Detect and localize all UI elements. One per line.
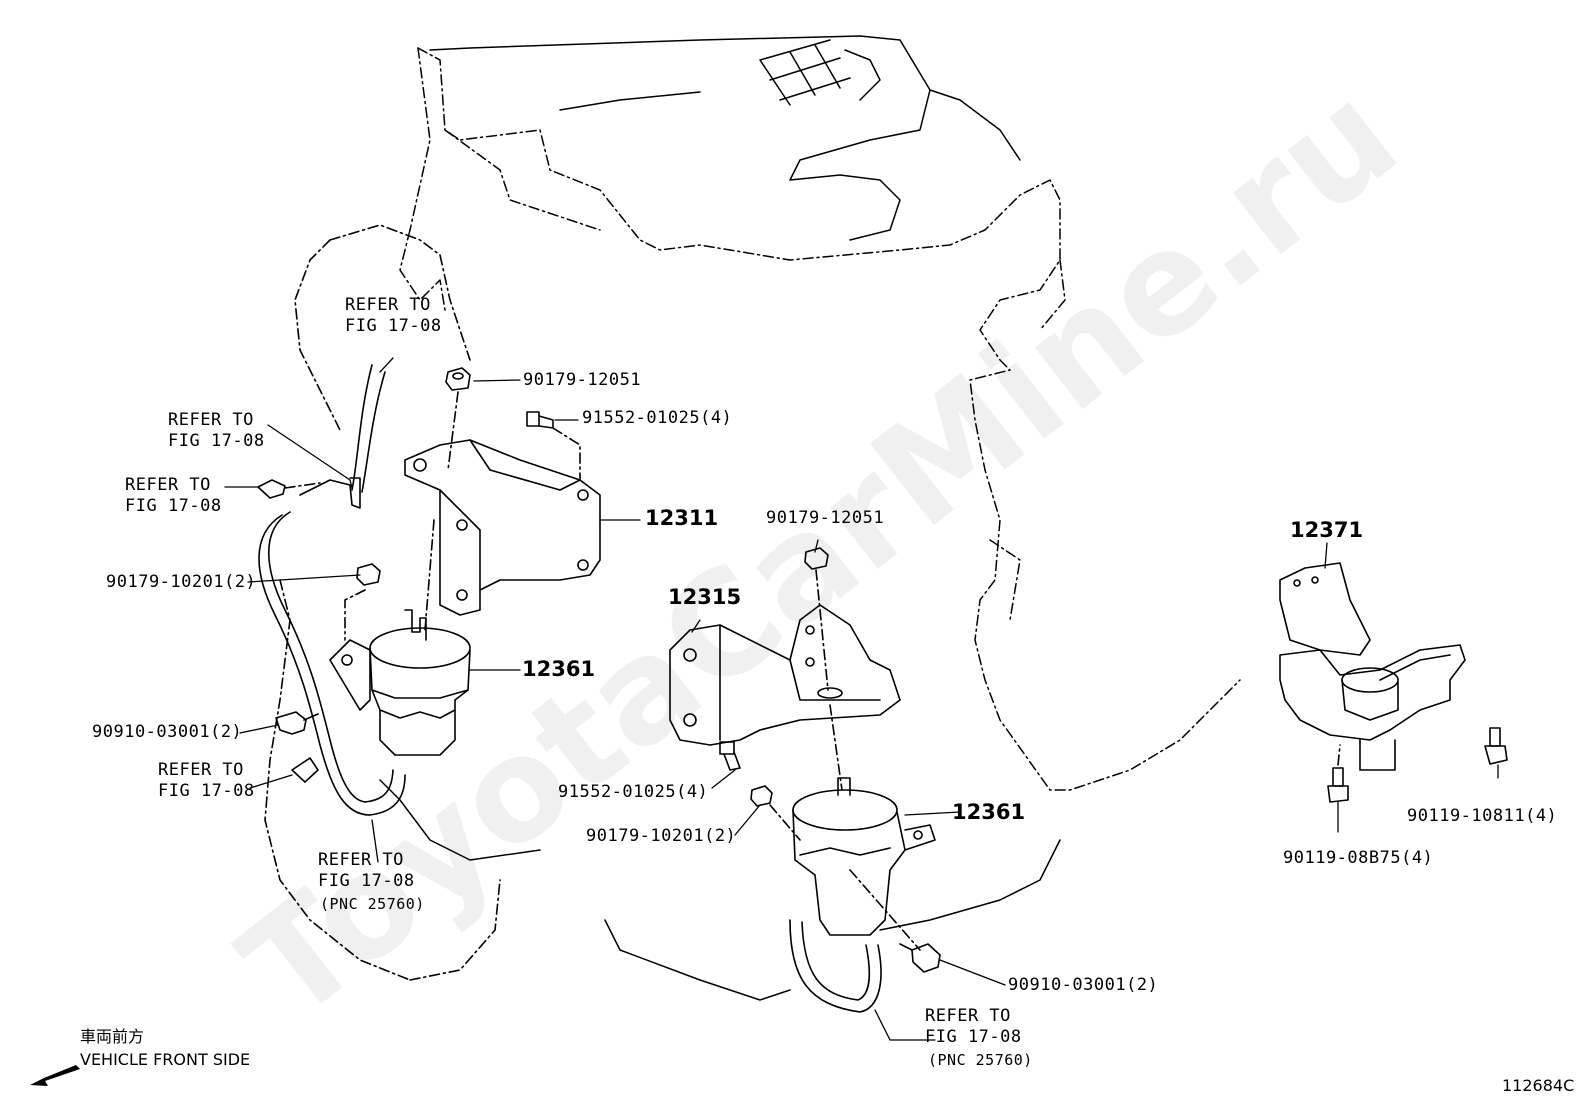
leaders [224, 357, 1499, 1041]
part-number-91552-01025: 91552-01025(4) [582, 408, 733, 428]
part-number-12315: 12315 [668, 585, 742, 609]
part-number-90179-12051: 90179-12051 [523, 370, 642, 390]
bolt-refer3 [257, 479, 286, 499]
mount-12361-b [792, 777, 936, 936]
part-number-12311: 12311 [645, 506, 719, 530]
direction-label-jp: 車両前方 [80, 1027, 145, 1046]
hose-right [789, 919, 882, 1013]
part-number-12371: 12371 [1290, 518, 1364, 542]
part-number-90179-10201: 90179-10201(2) [586, 826, 737, 846]
bolt-91552-b [719, 741, 741, 771]
engine-outline [399, 47, 1241, 791]
part-number-90119-10811: 90119-10811(4) [1407, 806, 1558, 826]
part-number-90179-10201: 90179-10201(2) [106, 572, 257, 592]
part-number-90179-12051: 90179-12051 [766, 508, 885, 528]
bracket-12311 [404, 439, 601, 616]
mount-12361-a [329, 609, 471, 756]
bolt-90910-b [899, 943, 941, 973]
refer-to-fig-label: REFER TO FIG 17-08 [345, 295, 442, 336]
clip-left [291, 757, 319, 783]
refer-to-fig-label: REFER TO FIG 17-08 [318, 850, 415, 891]
pnc-label: (PNC 25760) [320, 895, 425, 913]
nut-90179-10201-b [750, 785, 773, 807]
mount-12371 [1279, 562, 1466, 771]
left-cover [264, 224, 501, 981]
refer-to-fig-label: REFER TO FIG 17-08 [125, 475, 222, 516]
nut-90179-12051-b [804, 547, 829, 570]
part-number-12361: 12361 [952, 800, 1026, 824]
nut-90179-10201-a [356, 563, 381, 586]
refer-to-fig-label: REFER TO FIG 17-08 [925, 1006, 1022, 1047]
bolt-90910-a [275, 711, 319, 735]
part-number-91552-01025: 91552-01025(4) [558, 782, 709, 802]
part-number-12361: 12361 [522, 657, 596, 681]
arrow-vehicle-front-icon [30, 1065, 80, 1086]
nut-90179-12051-a [445, 367, 471, 391]
engine-body [379, 35, 1061, 1001]
refer-to-fig-label: REFER TO FIG 17-08 [168, 410, 265, 451]
figure-code: 112684C [1502, 1076, 1575, 1095]
refer-to-fig-label: REFER TO FIG 17-08 [158, 760, 255, 801]
bolt-91552-a [526, 411, 554, 429]
part-number-90910-03001: 90910-03001(2) [1008, 975, 1159, 995]
direction-label-en: VEHICLE FRONT SIDE [80, 1050, 251, 1069]
part-number-90910-03001: 90910-03001(2) [92, 722, 243, 742]
hose-left [258, 364, 406, 816]
bolt-90119-08b75 [1327, 767, 1349, 803]
bolt-90119-10811 [1484, 727, 1508, 765]
pnc-label: (PNC 25760) [928, 1051, 1033, 1069]
bracket-12315 [669, 604, 901, 746]
part-number-90119-08b75: 90119-08B75(4) [1283, 848, 1434, 868]
